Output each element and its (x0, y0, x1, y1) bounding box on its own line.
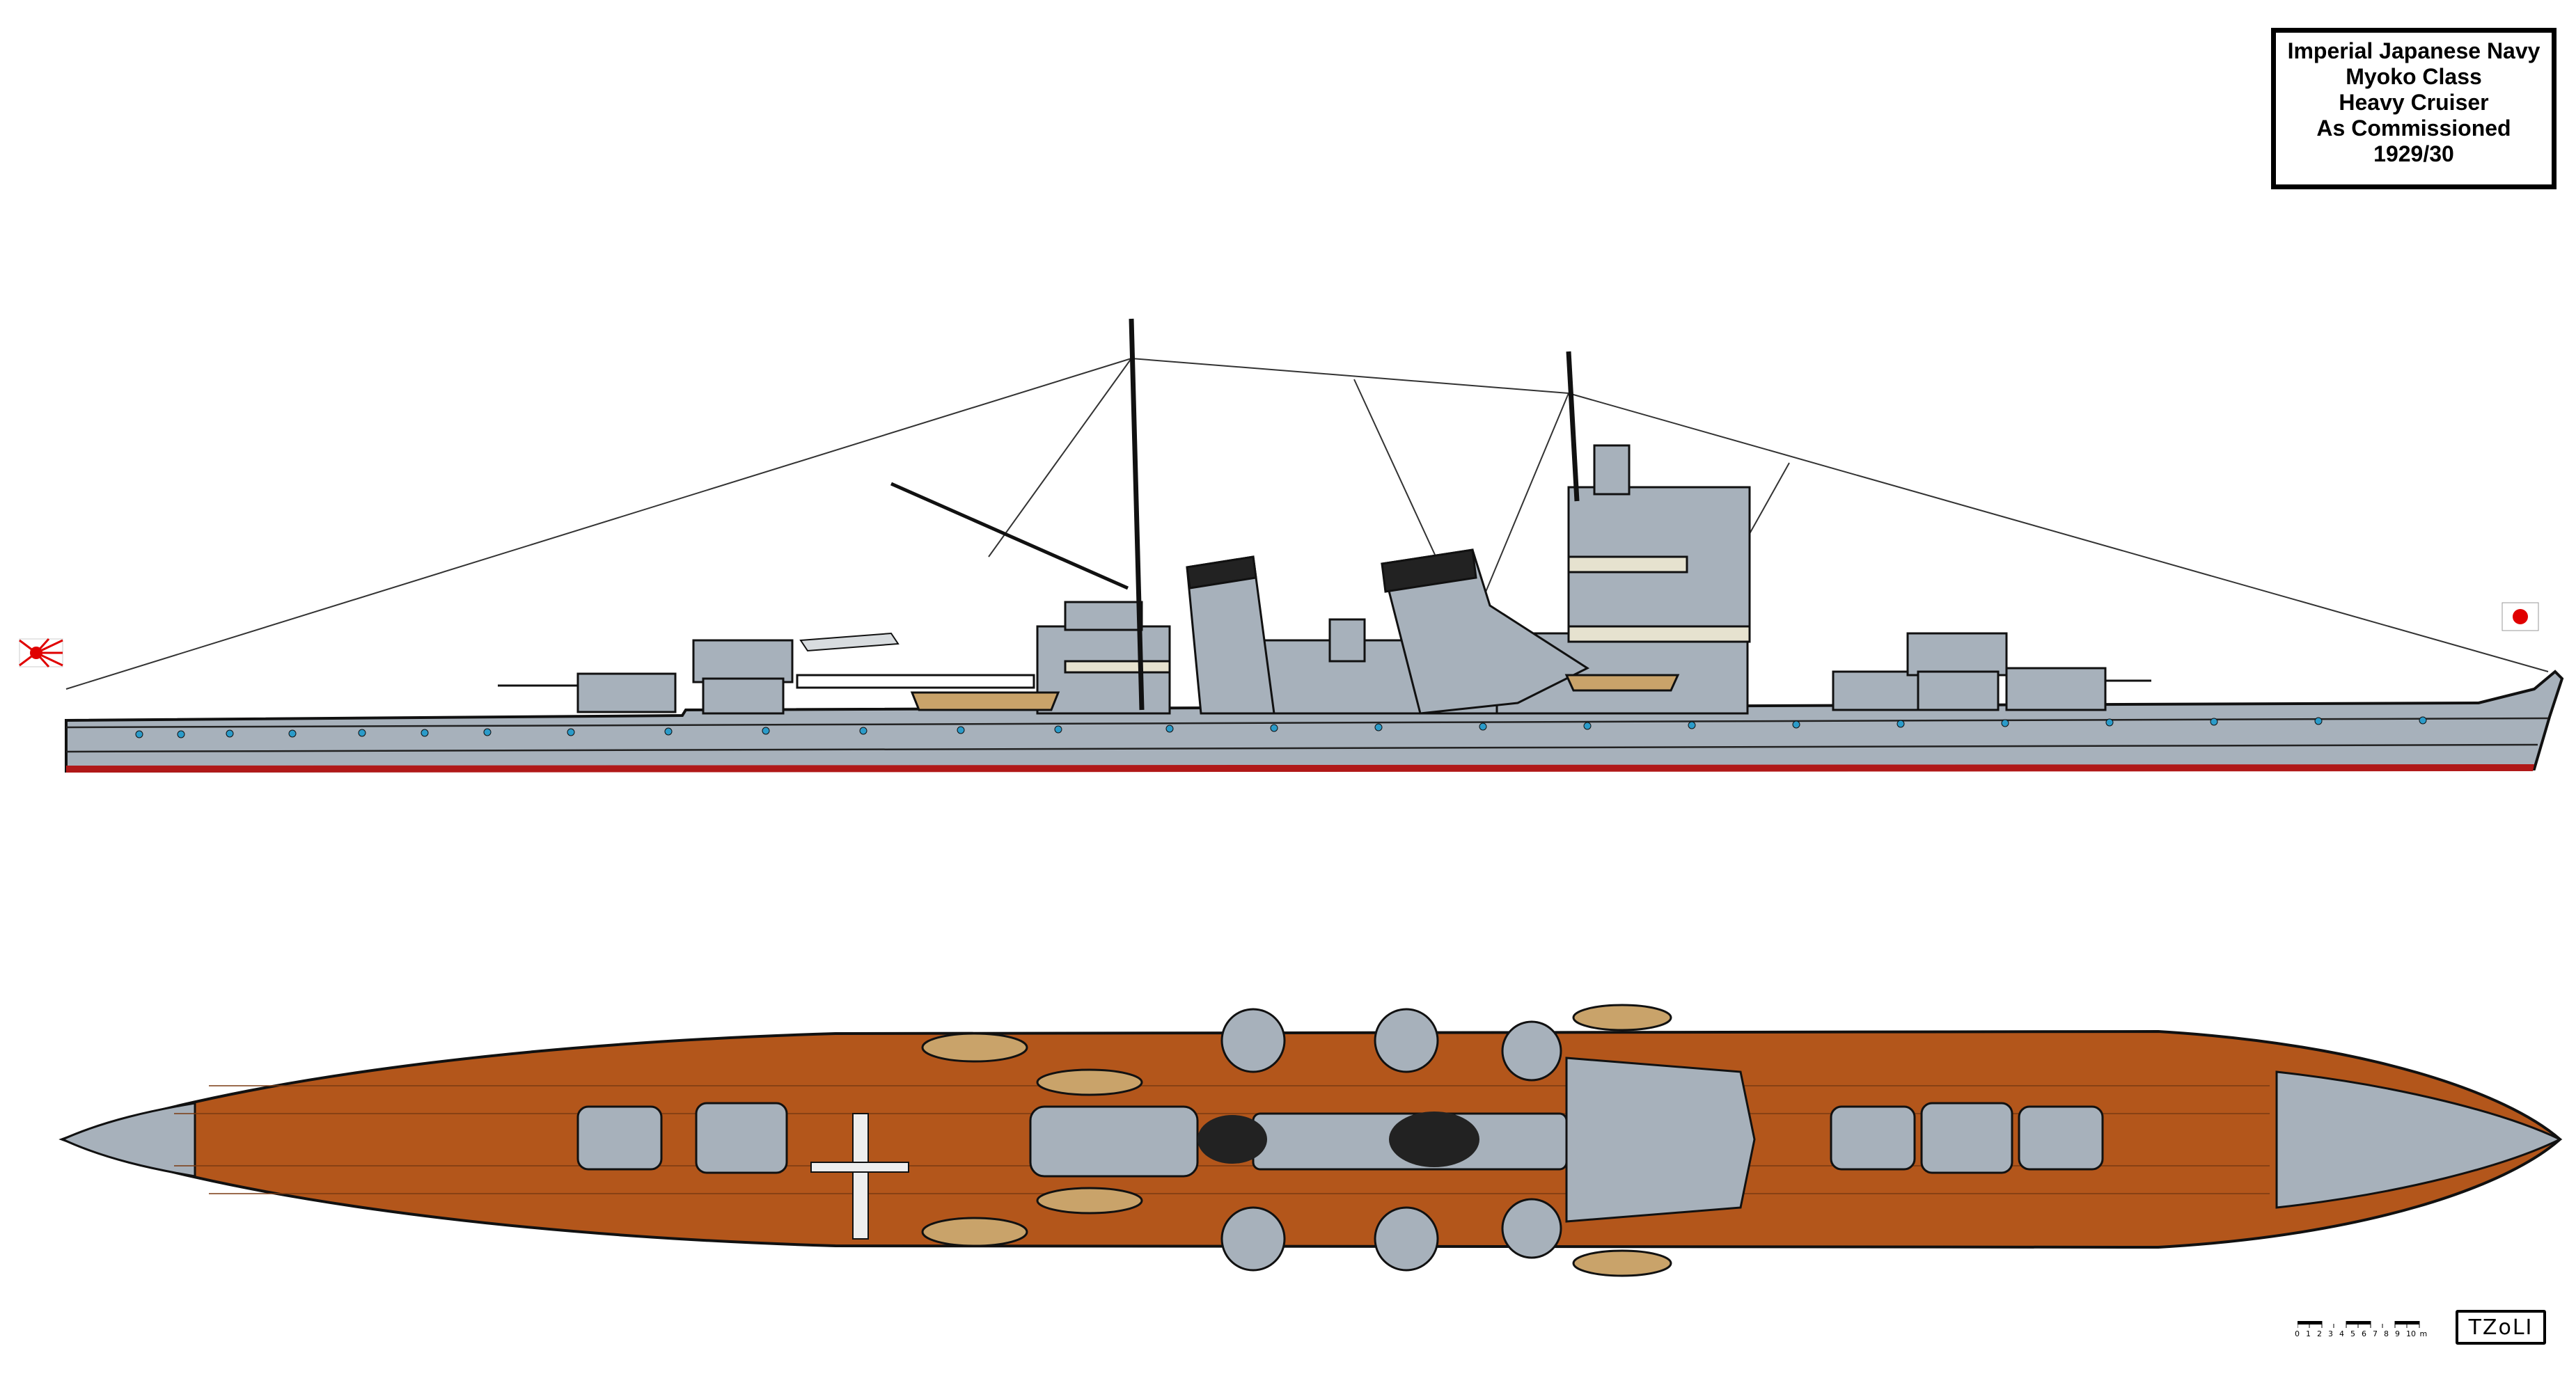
catapult (796, 674, 1035, 689)
title-line: As Commissioned (2316, 116, 2511, 141)
title-line: Imperial Japanese Navy (2287, 38, 2540, 63)
scale-tick: 3 (2328, 1329, 2333, 1338)
scale-tick: 0 (2295, 1329, 2300, 1338)
portholes (135, 716, 2427, 738)
title-block: Imperial Japanese Navy Myoko Class Heavy… (2271, 28, 2557, 189)
scale-tick: 2 (2317, 1329, 2322, 1338)
rigging-lines (65, 358, 2549, 690)
scale-tick: 6 (2362, 1329, 2366, 1338)
masts (890, 318, 1580, 711)
aircraft-side (799, 632, 900, 652)
scale-tick: 9 (2395, 1329, 2400, 1338)
scale-bar (2298, 1321, 2420, 1328)
turrets-side (498, 632, 2151, 715)
foremast (1566, 351, 1580, 502)
scale-tick: 10 (2406, 1329, 2416, 1338)
mainmast (1129, 318, 1145, 711)
aircraft-plan (810, 1113, 909, 1240)
national-jack-flag (2502, 602, 2539, 631)
naval-ensign-flag (19, 638, 63, 668)
scale-tick: 1 (2306, 1329, 2311, 1338)
boats-side (910, 674, 1680, 711)
scale-tick: 5 (2350, 1329, 2355, 1338)
turrets-plan (576, 1102, 2104, 1174)
scale-tick: 7 (2373, 1329, 2378, 1338)
scale-tick: 8 (2384, 1329, 2389, 1338)
funnel-tops-plan (1197, 1112, 1479, 1167)
plan-view (58, 1004, 2563, 1277)
forecastle-plan (2275, 1070, 2563, 1209)
scale-unit: m (2419, 1329, 2428, 1338)
artist-logo: TZoLI (2456, 1310, 2546, 1345)
boats-plan (921, 1004, 1672, 1277)
superstructure-plan (1029, 1057, 1756, 1223)
side-profile (19, 318, 2564, 773)
title-line: 1929/30 (2373, 141, 2454, 166)
title-line: Heavy Cruiser (2339, 90, 2489, 115)
boot-topping (66, 764, 2534, 773)
secondary-guns-plan (1220, 1008, 1562, 1272)
quarterdeck-plan (60, 1102, 196, 1178)
title-line: Myoko Class (2346, 64, 2482, 89)
plank-lines (174, 1085, 2270, 1194)
logo-text: TZoLI (2468, 1315, 2534, 1340)
funnels (1186, 548, 1590, 715)
scale-tick: 4 (2339, 1329, 2344, 1338)
